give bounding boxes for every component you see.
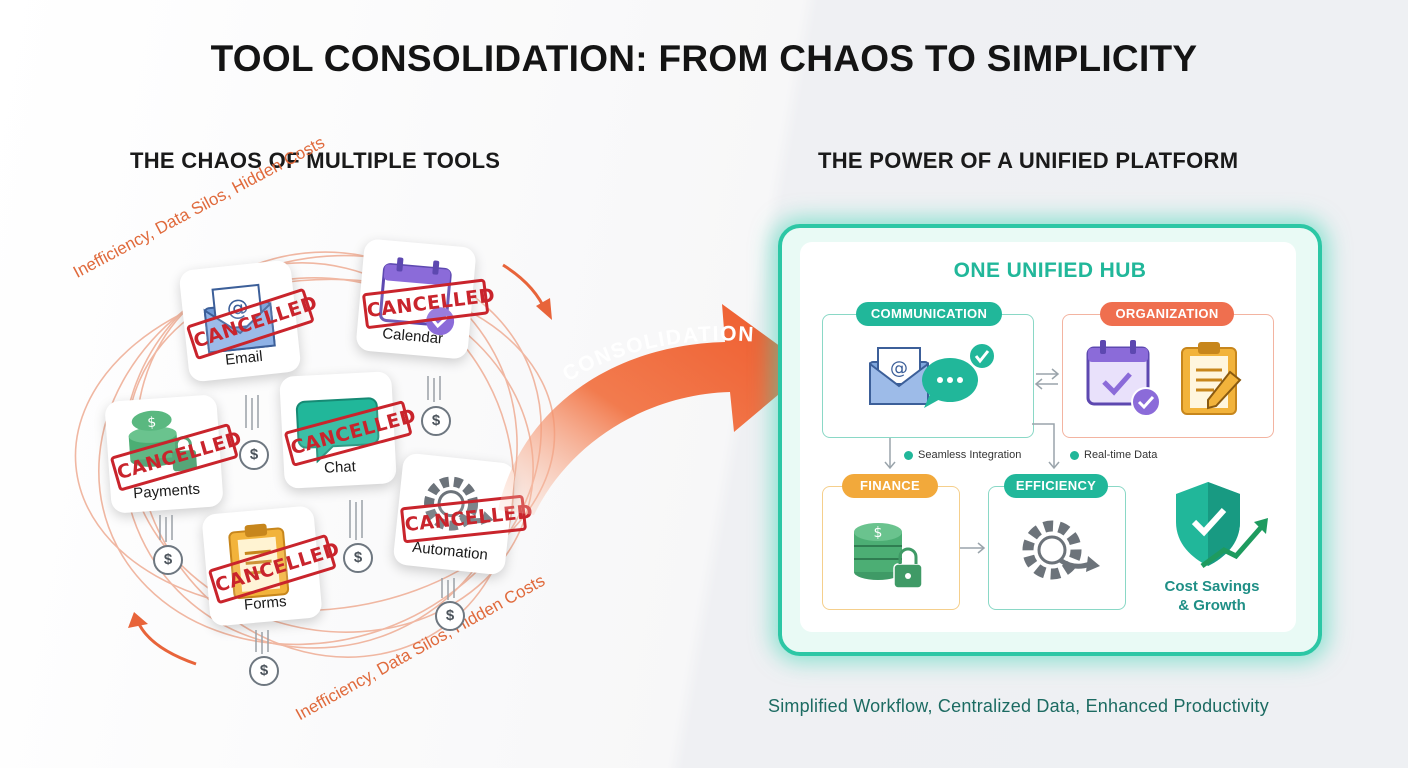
clipboard-icon xyxy=(228,523,290,600)
footer-tagline: Simplified Workflow, Centralized Data, E… xyxy=(768,696,1269,716)
svg-text:@: @ xyxy=(890,358,908,379)
coin-icon: $ xyxy=(153,545,183,575)
page-title: TOOL CONSOLIDATION: FROM CHAOS TO SIMPLI… xyxy=(210,38,1198,79)
unified-heading: THE POWER OF A UNIFIED PLATFORM xyxy=(818,148,1239,173)
coin-icon: $ xyxy=(343,543,373,573)
cost-savings-line1: Cost Savings xyxy=(1164,578,1260,595)
tool-card-email[interactable]: @ CANCELLED Email xyxy=(178,259,320,383)
coin-icon: $ xyxy=(435,601,465,631)
shield-growth-icon xyxy=(1176,482,1268,569)
tool-card-calendar[interactable]: CANCELLED Calendar xyxy=(355,238,496,360)
svg-text:$: $ xyxy=(874,525,883,541)
check-badge-icon xyxy=(968,342,996,370)
cost-savings-line2: & Growth xyxy=(1178,597,1246,614)
envelope-icon: @ xyxy=(203,283,276,354)
module-pill-organization: ORGANIZATION xyxy=(1100,302,1234,326)
organization-icons xyxy=(1086,340,1242,417)
coin-icon: $ xyxy=(239,440,269,470)
coin-icon: $ xyxy=(249,656,279,686)
legend-seamless-integration: Seamless Integration xyxy=(918,449,1022,461)
money-stack-icon: $ xyxy=(854,523,923,589)
clipboard-icon xyxy=(1181,342,1242,415)
module-pill-efficiency: EFFICIENCY xyxy=(1004,474,1108,498)
chat-bubble-icon xyxy=(922,358,978,408)
orbit-arrow-bottom xyxy=(136,621,197,666)
chaos-heading: THE CHAOS OF MULTIPLE TOOLS xyxy=(130,148,501,173)
gear-icon xyxy=(424,476,494,531)
communication-icons: @ xyxy=(869,342,996,408)
svg-text:@: @ xyxy=(225,295,249,322)
legend-dot xyxy=(904,451,913,460)
calendar-icon xyxy=(1086,340,1161,417)
hub-title: ONE UNIFIED HUB xyxy=(953,259,1147,282)
coin-icon: $ xyxy=(421,406,451,436)
tool-card-payments[interactable]: $ CANCELLED Payments xyxy=(104,394,245,514)
gear-icon xyxy=(1022,520,1100,580)
tool-card-forms[interactable]: CANCELLED Forms xyxy=(201,505,342,627)
legend-dot xyxy=(1070,451,1079,460)
consolidation-arrow: CONSOLIDATION xyxy=(498,304,810,515)
module-pill-finance: FINANCE xyxy=(842,474,938,498)
legend-real-time-data: Real-time Data xyxy=(1084,449,1158,461)
chat-bubble-icon xyxy=(295,397,380,464)
svg-text:$: $ xyxy=(147,414,157,431)
money-stack-icon: $ xyxy=(128,410,197,472)
cost-savings-label: Cost Savings & Growth xyxy=(1150,577,1274,615)
orbit-arrowhead-top xyxy=(536,298,552,320)
tool-card-automation[interactable]: CANCELLED Automation xyxy=(392,452,534,576)
module-pill-communication: COMMUNICATION xyxy=(856,302,1002,326)
module-connectors xyxy=(884,368,1060,554)
calendar-icon xyxy=(379,257,455,336)
orbit-arrowhead-bottom xyxy=(128,612,148,628)
tool-card-chat[interactable]: CANCELLED Chat xyxy=(279,371,419,489)
envelope-icon: @ xyxy=(869,347,929,405)
